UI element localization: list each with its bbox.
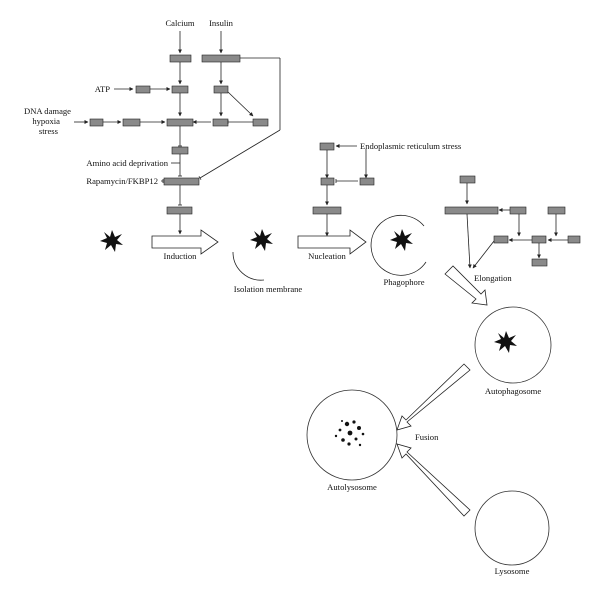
node-box <box>171 85 189 94</box>
label-er-stress: Endoplasmic reticulum stress <box>360 141 462 151</box>
label-nucleation: Nucleation <box>308 251 346 261</box>
elongation-arrow <box>444 265 488 306</box>
node-box <box>567 235 581 244</box>
nucleation-arrow <box>297 229 367 255</box>
induction-arrow <box>151 229 219 255</box>
node-box <box>493 235 509 244</box>
node-box <box>252 118 269 127</box>
node-box <box>212 118 229 127</box>
lysosome-circle <box>474 490 550 566</box>
node-box <box>122 118 141 127</box>
fusion-arrow-top <box>396 363 471 431</box>
label-induction: Induction <box>164 251 198 261</box>
node-box <box>459 175 476 184</box>
node-box <box>547 206 566 215</box>
node-box <box>320 177 335 186</box>
label-stress: stress <box>39 126 59 136</box>
node-box <box>89 118 104 127</box>
node-box <box>531 258 548 267</box>
er-stress-pathway: Endoplasmic reticulum stress <box>312 141 462 237</box>
node-box <box>319 142 335 151</box>
label-isolation-membrane: Isolation membrane <box>234 284 303 294</box>
node-box <box>166 118 194 127</box>
node-box <box>359 177 375 186</box>
label-lysosome: Lysosome <box>495 566 530 576</box>
node-box <box>171 146 189 155</box>
label-autophagosome: Autophagosome <box>485 386 542 396</box>
cargo-aggregate-icon <box>100 230 123 252</box>
node-box <box>169 54 192 63</box>
label-autolysosome: Autolysosome <box>327 482 377 492</box>
autolysosome-circle <box>306 389 398 481</box>
atg-conjugate-node <box>444 206 499 215</box>
process-stages: Induction Isolation membrane Nucleation … <box>100 214 552 576</box>
label-phagophore: Phagophore <box>383 277 424 287</box>
node-box <box>201 54 241 63</box>
mtor-signalling-pathway: Calcium Insulin ATP DNA damage hypoxia s… <box>24 18 281 235</box>
phagophore-arc <box>370 214 427 276</box>
label-hypoxia: hypoxia <box>32 116 60 126</box>
cargo-aggregate-icon <box>390 229 413 251</box>
label-atp: ATP <box>95 84 111 94</box>
label-fusion: Fusion <box>415 432 439 442</box>
beclin-complex-node <box>312 206 342 215</box>
ulk-complex-node <box>166 206 193 215</box>
node-box <box>509 206 527 215</box>
node-box <box>213 85 229 94</box>
degraded-cargo-dots <box>334 420 365 447</box>
label-insulin: Insulin <box>209 18 234 28</box>
mtorc1-node <box>163 177 200 186</box>
label-rapamycin: Rapamycin/FKBP12 <box>86 176 158 186</box>
label-calcium: Calcium <box>165 18 194 28</box>
label-elongation: Elongation <box>474 273 512 283</box>
node-box <box>135 85 151 94</box>
node-box <box>531 235 547 244</box>
elongation-pathway <box>444 175 581 269</box>
label-dna-damage: DNA damage <box>24 106 71 116</box>
fusion-arrow-bottom <box>396 443 471 517</box>
label-amino-acid-deprivation: Amino acid deprivation <box>86 158 168 168</box>
cargo-aggregate-icon <box>494 331 517 353</box>
isolation-membrane-arc <box>232 251 265 281</box>
cargo-aggregate-icon <box>250 229 273 251</box>
